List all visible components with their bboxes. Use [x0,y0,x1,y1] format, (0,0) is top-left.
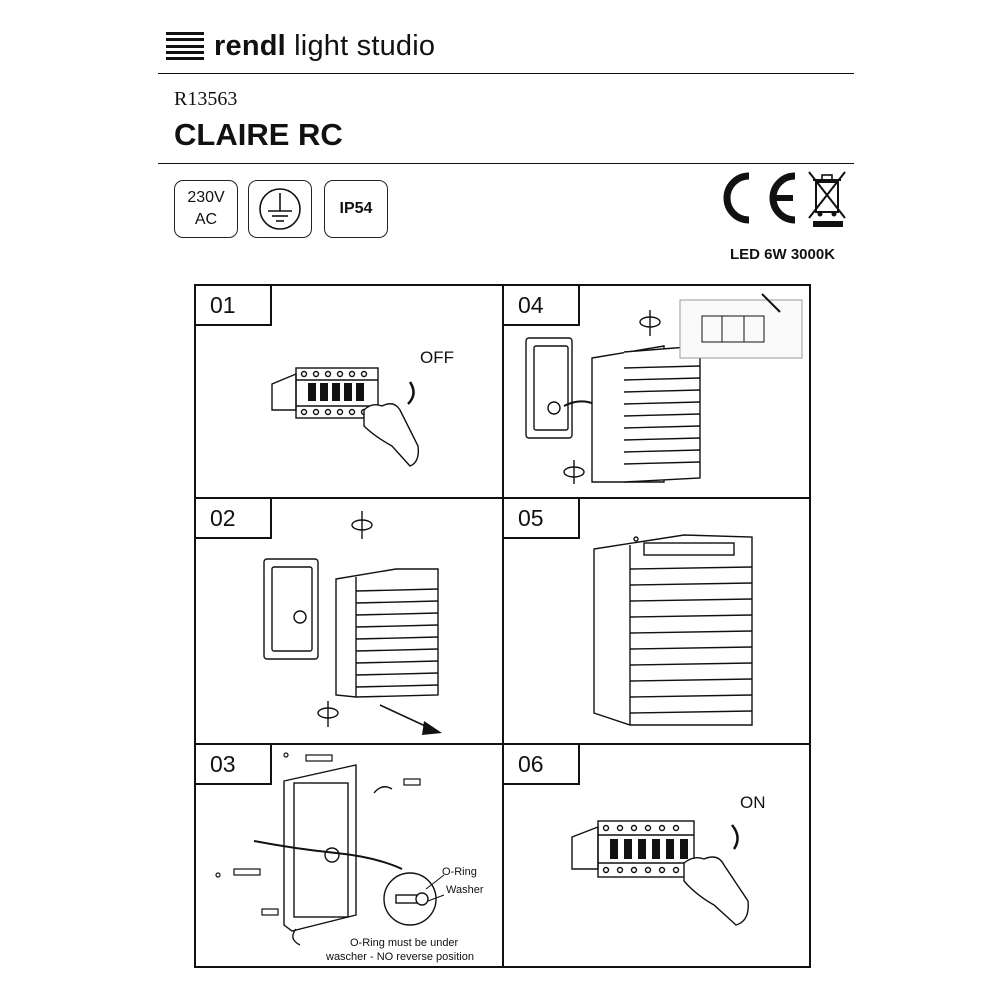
step-number: 04 [504,286,580,326]
louvered-luminaire-icon [591,345,701,483]
ip-rating-badge: IP54 [324,180,388,238]
weee-bin-icon [808,171,846,227]
assembled-luminaire-illustration [593,534,753,726]
product-code: R13563 [174,88,238,110]
hand-icon [683,856,749,926]
step-03-panel: 03 O-Ring Washe [196,745,502,966]
step-number: 02 [196,499,272,539]
led-info: LED 6W 3000K [730,246,836,263]
wall-plate-icon [283,764,357,932]
ce-mark-icon [723,172,796,224]
housing-removal-illustration [263,511,442,735]
step-01-panel: 01 OFF [196,286,502,497]
o-ring-note-line2: wascher - NO reverse position [326,951,474,963]
current-type: AC [194,211,218,228]
wiring-connection-illustration [525,293,803,484]
brand-name: rendl light studio [214,30,435,63]
washer-label: Washer [446,884,484,896]
brand-name-rest: light studio [285,29,436,62]
grid-row-divider [196,743,809,745]
brand-logo: rendl light studio [166,26,435,66]
brand-name-bold: rendl [214,29,286,62]
installation-steps-grid: 01 OFF 04 [194,284,811,968]
step-number: 01 [196,286,272,326]
up-arrow-icon [731,824,739,850]
hand-icon [363,403,420,467]
rotate-arrow-icon [563,310,661,484]
wall-plate-icon [263,558,319,660]
o-ring-detail-icon [383,872,437,926]
breaker-off-illustration [271,367,420,467]
voltage-badge: 230V AC [174,180,238,238]
protective-earth-badge [248,180,312,238]
off-label: OFF [420,348,454,367]
certification-marks [723,171,846,227]
screw-and-plug-icon [215,752,421,916]
step-number: 05 [504,499,580,539]
on-label: ON [740,793,766,812]
protective-earth-icon [259,188,301,230]
wall-mounting-illustration [215,752,445,946]
terminal-block-detail-icon [679,293,803,359]
o-ring-label: O-Ring [442,866,477,878]
voltage-value: 230V [187,189,225,206]
o-ring-note-line1: O-Ring must be under [350,937,459,949]
step-number: 03 [196,745,272,785]
wall-plate-icon [525,337,573,439]
step-06-panel: 06 ON [504,745,809,966]
louvered-luminaire-icon [335,568,439,698]
circuit-breaker-icon [271,367,379,419]
header-divider [158,73,854,74]
cable-icon [253,840,403,870]
grid-row-divider [196,497,809,499]
circuit-breaker-icon [571,820,695,878]
brand-stripes-icon [166,32,204,60]
rotate-arrow-icon [317,511,373,727]
product-name: CLAIRE RC [174,117,343,152]
step-05-panel: 05 [504,499,809,743]
title-divider [158,163,854,164]
louvered-luminaire-icon [593,534,753,726]
breaker-on-illustration [571,820,749,926]
rotate-arrow-icon [292,786,393,946]
step-number: 06 [504,745,580,785]
step-02-panel: 02 [196,499,502,743]
down-arrow-icon [407,381,415,405]
step-04-panel: 04 [504,286,809,497]
grid-vertical-divider [502,286,504,966]
